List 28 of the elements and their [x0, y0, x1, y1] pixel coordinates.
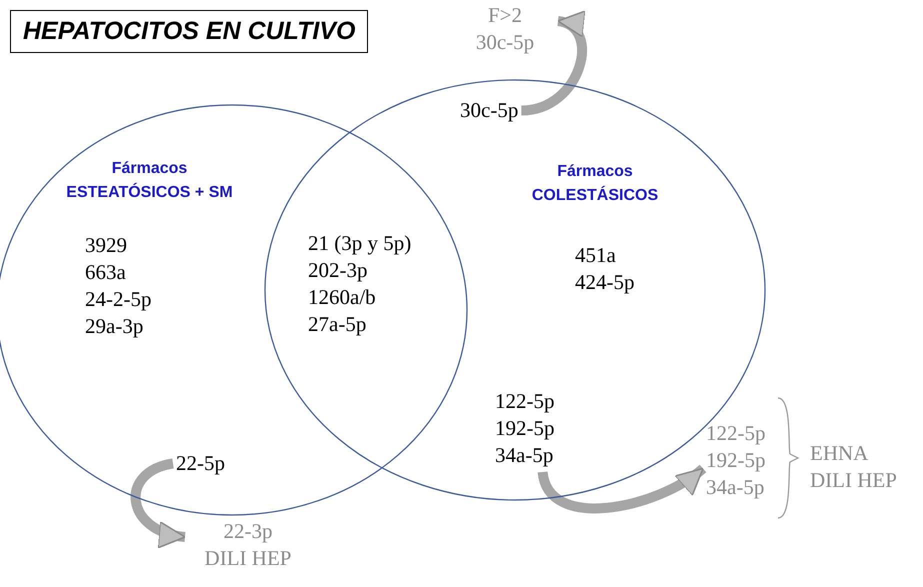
list-item: 1260a/b	[308, 284, 377, 311]
set-heading: Fármacos COLESTÁSICOS	[530, 162, 660, 206]
set-heading: Fármacos ESTEATÓSICOS + SM	[65, 159, 234, 203]
list-item: 29a-3p	[85, 313, 144, 340]
list-item: 663a	[85, 259, 127, 286]
title-box: HEPATOCITOS EN CULTIVO	[10, 10, 368, 53]
list-item: 192-5p	[706, 447, 766, 474]
list-item: 122-5p	[706, 420, 766, 447]
list-item: 34a-5p	[706, 474, 766, 501]
list-item: 22-3p	[222, 518, 274, 545]
group-label: DILI HEP	[810, 467, 897, 494]
list-item: 122-5p	[495, 388, 554, 415]
list-item: 21 (3p y 5p)	[308, 230, 412, 257]
list-item: 202-3p	[308, 257, 368, 284]
curved-arrow	[130, 458, 186, 546]
list-item: DILI HEP	[204, 545, 292, 572]
list-item: 451a	[575, 242, 617, 269]
group-label: EHNA	[810, 440, 870, 467]
list-item: 192-5p	[495, 415, 554, 442]
list-item: 24-2-5p	[85, 286, 152, 313]
list-item: 22-5p	[176, 450, 225, 477]
list-item: 30c-5p	[474, 29, 536, 56]
list-item: 30c-5p	[460, 97, 518, 124]
list-item: F>2	[486, 2, 524, 29]
list-item: 27a-5p	[308, 311, 368, 338]
list-item: 34a-5p	[495, 442, 554, 469]
list-item: 3929	[85, 232, 128, 259]
list-item: 424-5p	[575, 269, 634, 296]
